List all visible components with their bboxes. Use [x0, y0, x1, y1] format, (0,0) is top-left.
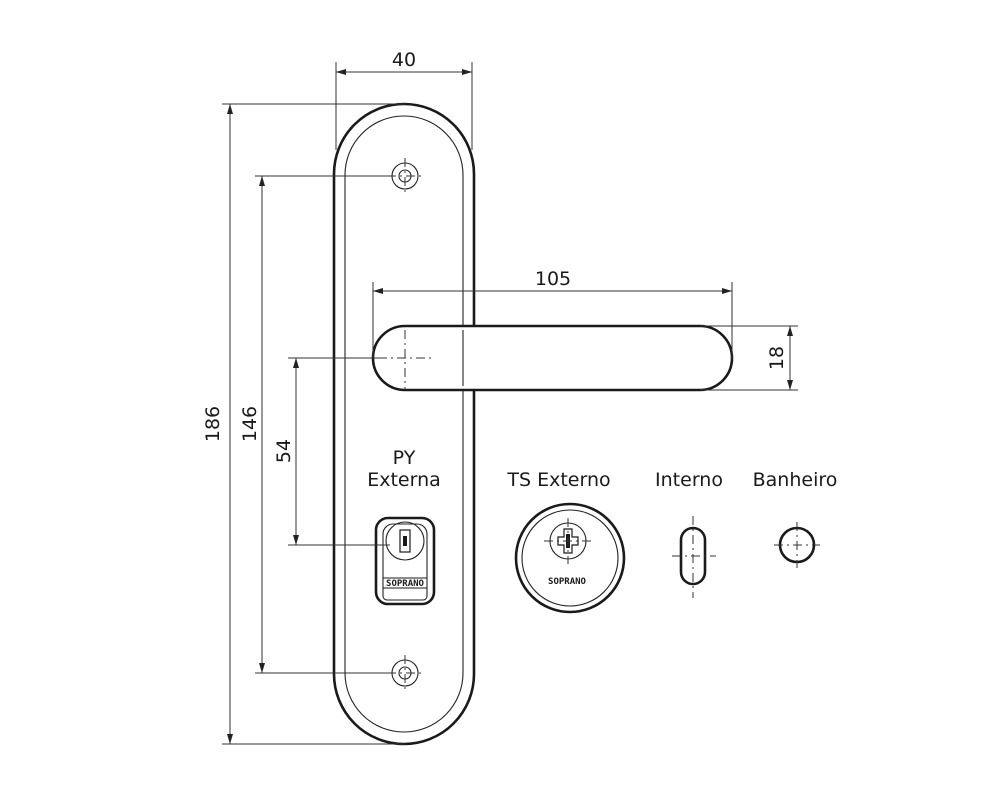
- ts-externo-rosette: SOPRANO: [514, 502, 626, 614]
- dim-handle-thickness: 18: [700, 325, 798, 391]
- dim-handle-thickness-value: 18: [766, 346, 788, 370]
- label-banheiro: Banheiro: [753, 469, 838, 491]
- dim-total-height-value: 186: [202, 406, 224, 442]
- dim-total-height: 186: [202, 103, 405, 745]
- dim-handle-to-cylinder-value: 54: [273, 439, 295, 463]
- dim-screw-spacing-value: 146: [239, 406, 261, 442]
- banheiro-turn-icon: [774, 522, 820, 568]
- back-plate: [332, 102, 476, 746]
- dim-handle-length: 105: [372, 268, 733, 360]
- py-brand-logo: SOPRANO: [386, 579, 425, 589]
- py-keyhole-icon: [385, 521, 425, 561]
- label-ts-externo: TS Externo: [506, 469, 610, 491]
- ts-rosette-outer: [514, 502, 626, 614]
- label-py-externa: Externa: [367, 469, 441, 491]
- dim-screw-spacing: 146: [239, 175, 388, 674]
- back-plate-inner: [344, 115, 464, 733]
- py-cylinder: SOPRANO: [374, 516, 436, 606]
- top-screw-icon: [387, 158, 423, 196]
- label-py: PY: [393, 447, 416, 469]
- lever-handle: [371, 324, 734, 392]
- ts-brand-logo: SOPRANO: [548, 577, 587, 587]
- bottom-screw-icon: [387, 655, 423, 691]
- dim-handle-to-cylinder: 54: [273, 357, 390, 546]
- dim-plate-width: 40: [335, 49, 473, 150]
- back-plate-outer: [332, 102, 476, 746]
- dim-handle-length-value: 105: [535, 268, 571, 290]
- py-cylinder-housing: [374, 516, 436, 606]
- dim-plate-width-value: 40: [392, 49, 416, 71]
- label-interno: Interno: [655, 469, 723, 491]
- interno-slot-icon: [672, 516, 716, 598]
- lever-handle-body: [371, 324, 734, 392]
